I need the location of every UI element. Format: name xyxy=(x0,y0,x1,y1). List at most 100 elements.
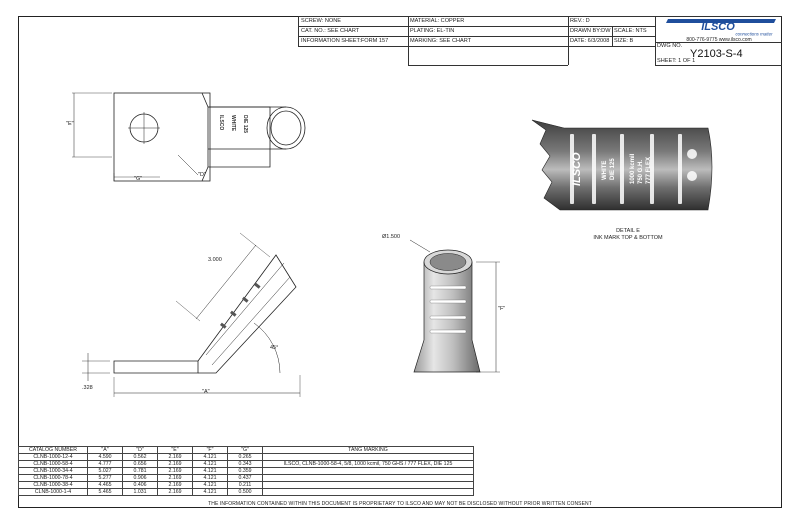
cell xyxy=(262,453,474,461)
side-barrel xyxy=(197,254,297,374)
cell: 5.277 xyxy=(87,474,123,482)
detail-marking-white: WHITE xyxy=(602,161,608,180)
cell: 2.169 xyxy=(157,481,193,489)
dimension-d-label: "D" xyxy=(198,172,206,178)
cell: 4.465 xyxy=(87,481,123,489)
dimension-a-label: "A" xyxy=(202,389,210,395)
contact-info: 800-776-9775 www.ilsco.com xyxy=(686,37,752,43)
cell: CLNB-1000-34-4 xyxy=(18,467,88,475)
header-f: "F" xyxy=(192,446,228,454)
detail-caption: DETAIL E INK MARK TOP & BOTTOM xyxy=(580,228,676,242)
table-row: CLNB-1000-12-4 4.590 0.562 2.169 4.121 0… xyxy=(18,453,474,461)
barrel-marking-line2: WHITE xyxy=(230,115,236,132)
dimension-angle-label: 45° xyxy=(270,345,279,351)
barrel-marking-line3: DIE 125 xyxy=(242,115,248,133)
cell: 4.121 xyxy=(192,481,228,489)
ilsco-logo: ILSCO connections matter xyxy=(666,19,776,37)
dimension-e-label: "E" xyxy=(66,121,74,127)
cell: 0.781 xyxy=(122,467,158,475)
barrel-end xyxy=(266,106,306,150)
cell: 0.906 xyxy=(122,474,158,482)
revision-field: REV.: D xyxy=(570,18,590,24)
detail-subtitle: INK MARK TOP & BOTTOM xyxy=(593,235,663,241)
cell: 4.121 xyxy=(192,460,228,468)
barrel-outline xyxy=(207,106,271,168)
cell: 5.465 xyxy=(87,488,123,496)
cell: ILSCO, CLNB-1000-58-4, 5/8, 1000 kcmil, … xyxy=(262,460,474,468)
cell: 0.265 xyxy=(227,453,263,461)
cell: CLNB-1000-38-4 xyxy=(18,481,88,489)
table-row: CLNB-1000-38-4 4.465 0.406 2.169 4.121 0… xyxy=(18,481,474,489)
drawing-number: Y2103-S-4 xyxy=(690,48,743,60)
logo-wordmark: ILSCO xyxy=(701,21,735,33)
catalog-header-row: CATALOG NUMBER "A" "D" "E" "F" "G" TANG … xyxy=(18,446,474,454)
dimension-f-label: "F" xyxy=(498,306,506,312)
top-view-drawing: ILSCO WHITE DIE 125 xyxy=(72,92,306,182)
cell: 1.031 xyxy=(122,488,158,496)
size-field: SIZE: B xyxy=(614,38,634,44)
cell: 4.121 xyxy=(192,474,228,482)
cell xyxy=(262,467,474,475)
information-sheet-field: INFORMATION SHEET:FORM 157 xyxy=(301,38,389,44)
logo-tagline: connections matter xyxy=(735,32,773,37)
cell: 0.562 xyxy=(122,453,158,461)
detail-marking-flex: 777 FLEX xyxy=(646,157,652,184)
drawn-by-field: DRAWN BY:DW xyxy=(570,28,611,34)
drawing-number-label: DWG NO. xyxy=(657,43,683,49)
screw-field: SCREW: NONE xyxy=(301,18,341,24)
cell: 4.590 xyxy=(87,453,123,461)
proprietary-notice: THE INFORMATION CONTAINED WITHIN THIS DO… xyxy=(208,501,592,507)
date-field: DATE: 6/3/2008 xyxy=(570,38,610,44)
cell: CLNB-1000-58-4 xyxy=(18,460,88,468)
material-field: MATERIAL: COPPER xyxy=(410,18,465,24)
dimension-diameter-label: Ø1.500 xyxy=(382,234,401,240)
cell: 0.343 xyxy=(227,460,263,468)
header-a: "A" xyxy=(87,446,123,454)
cell: CLNB-1000-1-4 xyxy=(18,488,88,496)
cell: CLNB-1000-78-4 xyxy=(18,474,88,482)
cell xyxy=(262,481,474,489)
detail-marking-kcmil: 1000 kcmil xyxy=(630,153,636,184)
cell: 4.121 xyxy=(192,488,228,496)
cell: 4.121 xyxy=(192,467,228,475)
cell: 2.169 xyxy=(157,474,193,482)
cell: 0.437 xyxy=(227,474,263,482)
catalog-table: CATALOG NUMBER "A" "D" "E" "F" "G" TANG … xyxy=(18,446,474,496)
plating-field: PLATING: EL-TIN xyxy=(410,28,455,34)
tang-outline xyxy=(113,92,211,182)
cell: CLNB-1000-12-4 xyxy=(18,453,88,461)
cell: 5.027 xyxy=(87,467,123,475)
dimension-thickness-label: .328 xyxy=(82,385,93,391)
header-catalog-number: CATALOG NUMBER xyxy=(18,446,88,454)
detail-mark-circle-2 xyxy=(687,171,697,181)
dimension-length-label: 3.000 xyxy=(208,257,222,263)
cell: 0.211 xyxy=(227,481,263,489)
table-row: CLNB-1000-58-4 4.777 0.656 2.169 4.121 0… xyxy=(18,460,474,468)
detail-e-barrel: ILSCO WHITE DIE 125 1000 kcmil 750 G.H. … xyxy=(531,119,713,211)
marking-field: MARKING: SEE CHART xyxy=(410,38,472,44)
detail-title: DETAIL E xyxy=(616,228,640,234)
header-g: "G" xyxy=(227,446,263,454)
detail-marking-gh: 750 G.H. xyxy=(638,160,644,184)
cell xyxy=(262,488,474,496)
cell: 2.169 xyxy=(157,460,193,468)
sheet-field: SHEET: 1 OF 1 xyxy=(657,58,696,64)
detail-marking-ilsco: ILSCO xyxy=(571,152,583,186)
cell: 4.777 xyxy=(87,460,123,468)
perspective-view-drawing xyxy=(409,239,500,373)
cell: 0.500 xyxy=(227,488,263,496)
cell xyxy=(262,474,474,482)
table-row: CLNB-1000-78-4 5.277 0.906 2.169 4.121 0… xyxy=(18,474,474,482)
scale-field: SCALE: NTS xyxy=(614,28,647,34)
cell: 0.359 xyxy=(227,467,263,475)
dimension-g-label: "G" xyxy=(134,176,143,182)
cell: 2.169 xyxy=(157,467,193,475)
cell: 0.406 xyxy=(122,481,158,489)
cell: 2.169 xyxy=(157,488,193,496)
barrel-marking-line1: ILSCO xyxy=(218,115,224,130)
table-row: CLNB-1000-34-4 5.027 0.781 2.169 4.121 0… xyxy=(18,467,474,475)
side-view-drawing xyxy=(82,232,301,397)
catalog-number-field: CAT. NO.: SEE CHART xyxy=(301,28,360,34)
cell: 0.656 xyxy=(122,460,158,468)
cell: 2.169 xyxy=(157,453,193,461)
